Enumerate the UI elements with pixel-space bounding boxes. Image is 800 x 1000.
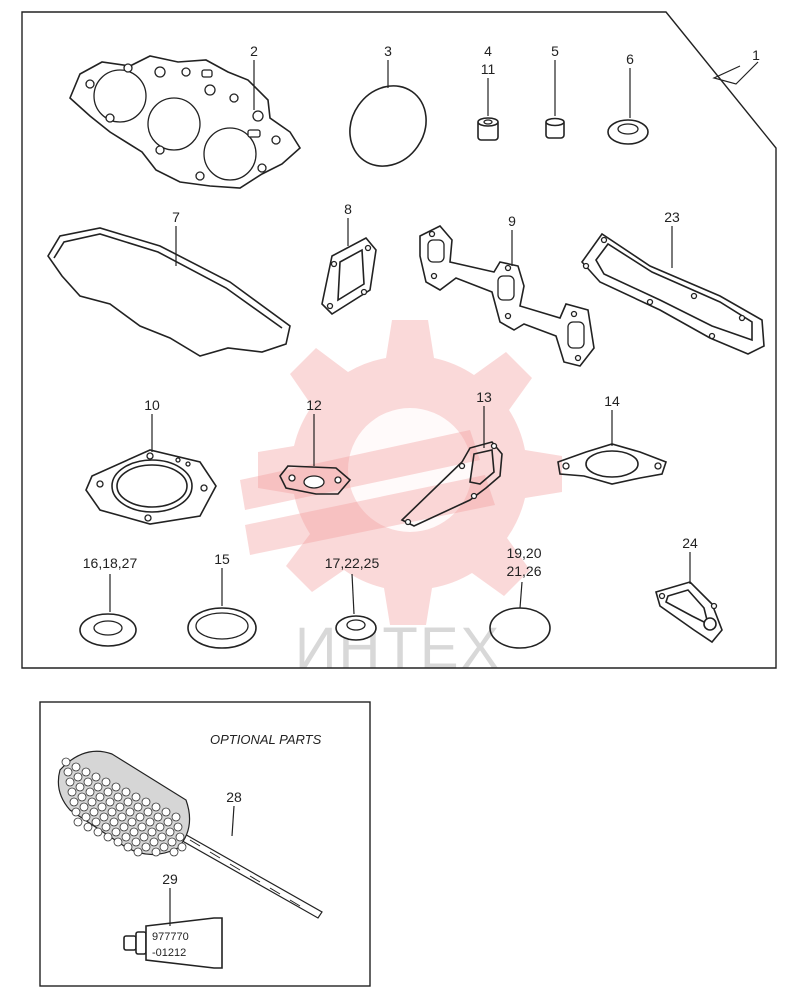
callout-4: 4 — [484, 43, 492, 59]
washer-17-part — [335, 615, 377, 641]
watermark-text: ИНТЕХ — [295, 616, 501, 681]
callout-21-26: 21,26 — [506, 563, 541, 579]
sealant-tube-part: 977770 -01212 — [123, 917, 223, 969]
intake-gasket-part — [580, 232, 765, 355]
callout-10: 10 — [144, 397, 160, 413]
callout-28: 28 — [226, 789, 242, 805]
callout-16-18-27: 16,18,27 — [83, 555, 138, 571]
watermark-gear-icon — [240, 320, 562, 625]
callout-12: 12 — [306, 397, 322, 413]
main-frame — [21, 11, 777, 669]
optional-parts-title: OPTIONAL PARTS — [210, 732, 322, 747]
brush-part — [57, 750, 323, 919]
callout-9: 9 — [508, 213, 516, 229]
callout-17-22-25: 17,22,25 — [325, 555, 380, 571]
tube-code-line1: 977770 — [152, 931, 189, 943]
callout-29: 29 — [162, 871, 178, 887]
callout-5: 5 — [551, 43, 559, 59]
callout-7: 7 — [172, 209, 180, 225]
seal-5-part — [545, 117, 565, 139]
washer-16-part — [79, 613, 137, 647]
gasket-13-part — [400, 441, 503, 527]
tube-code-line2: -01212 — [152, 947, 186, 959]
gasket-10-part — [85, 449, 217, 525]
callout-6: 6 — [626, 51, 634, 67]
washer-6-part — [607, 119, 649, 145]
callout-15: 15 — [214, 551, 230, 567]
callout-24: 24 — [682, 535, 698, 551]
callout-23: 23 — [664, 209, 680, 225]
gasket-8-part — [321, 236, 377, 316]
gasket-24-part — [655, 581, 723, 644]
callout-19-20: 19,20 — [506, 545, 541, 561]
cover-gasket-part — [47, 227, 291, 357]
optional-parts-frame — [39, 701, 371, 987]
washer-15-part — [187, 607, 257, 649]
gasket-12-part — [279, 465, 352, 495]
callout-13: 13 — [476, 389, 492, 405]
callout-2: 2 — [250, 43, 258, 59]
o-ring-part — [349, 85, 427, 167]
callout-1: 1 — [752, 47, 760, 63]
assembly-leader — [712, 61, 759, 85]
callout-8: 8 — [344, 201, 352, 217]
callout-11: 11 — [481, 61, 496, 77]
gasket-14-part — [557, 443, 668, 485]
head-gasket-part — [69, 55, 302, 189]
callout-14: 14 — [604, 393, 620, 409]
valve-seal-part — [477, 117, 499, 141]
exhaust-gasket-part — [419, 225, 595, 367]
callout-3: 3 — [384, 43, 392, 59]
